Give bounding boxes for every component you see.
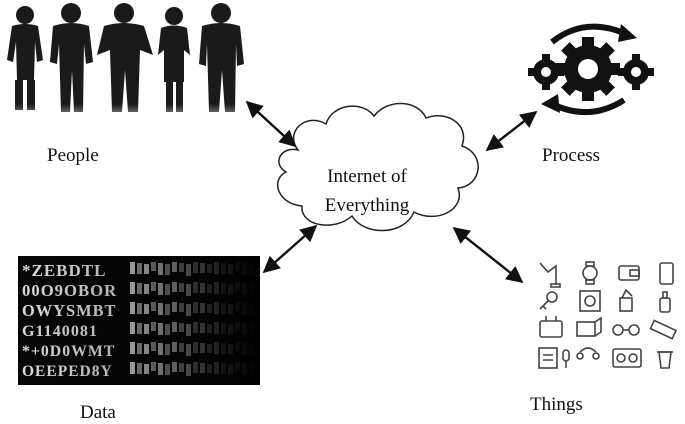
lamp-icon xyxy=(539,262,561,288)
safe-icon xyxy=(579,290,601,312)
center-title-line1: Internet of xyxy=(327,166,407,187)
person-silhouette-2 xyxy=(50,3,93,112)
wallet-icon xyxy=(618,265,640,281)
earphones-icon xyxy=(576,347,600,360)
phone-icon xyxy=(659,262,674,285)
lighter-icon xyxy=(619,288,633,312)
toaster-icon xyxy=(539,316,563,338)
data-connector-arrow xyxy=(262,224,318,274)
person-silhouette-4 xyxy=(158,7,190,112)
data-matrix-image: *ZEBDTL00O9OBOROWYSMBTG1140081*+0D0WMTOE… xyxy=(18,256,260,385)
process-label: Process xyxy=(542,145,601,166)
reflection-fade xyxy=(0,104,250,130)
cycle-arrow-top-icon xyxy=(550,23,628,45)
people-silhouettes-image xyxy=(0,3,250,130)
things-icons-grid xyxy=(538,261,678,369)
person-silhouette-1 xyxy=(7,6,43,110)
process-connector-arrow xyxy=(485,110,538,152)
center-cloud-shape xyxy=(276,102,479,232)
keys-icon xyxy=(539,291,558,310)
person-silhouette-5 xyxy=(199,3,244,112)
things-label: Things xyxy=(530,394,583,415)
process-gears-icon xyxy=(528,23,654,116)
cycle-arrow-bottom-icon xyxy=(550,97,626,116)
cup-icon xyxy=(657,351,673,369)
people-connector-arrow xyxy=(245,100,297,148)
watch-icon xyxy=(582,261,598,285)
usb-stick-icon xyxy=(649,319,678,340)
radio-icon xyxy=(612,348,642,368)
glasses-icon xyxy=(612,324,640,336)
things-connector-arrow xyxy=(452,226,524,284)
books-icon xyxy=(576,316,602,337)
people-label: People xyxy=(47,145,99,166)
data-label: Data xyxy=(80,402,116,423)
person-silhouette-3 xyxy=(97,3,153,112)
center-title-line2: Everything xyxy=(325,195,410,216)
bottle-icon xyxy=(659,291,671,313)
microphone-icon xyxy=(562,349,570,368)
notepad-icon xyxy=(538,347,558,369)
